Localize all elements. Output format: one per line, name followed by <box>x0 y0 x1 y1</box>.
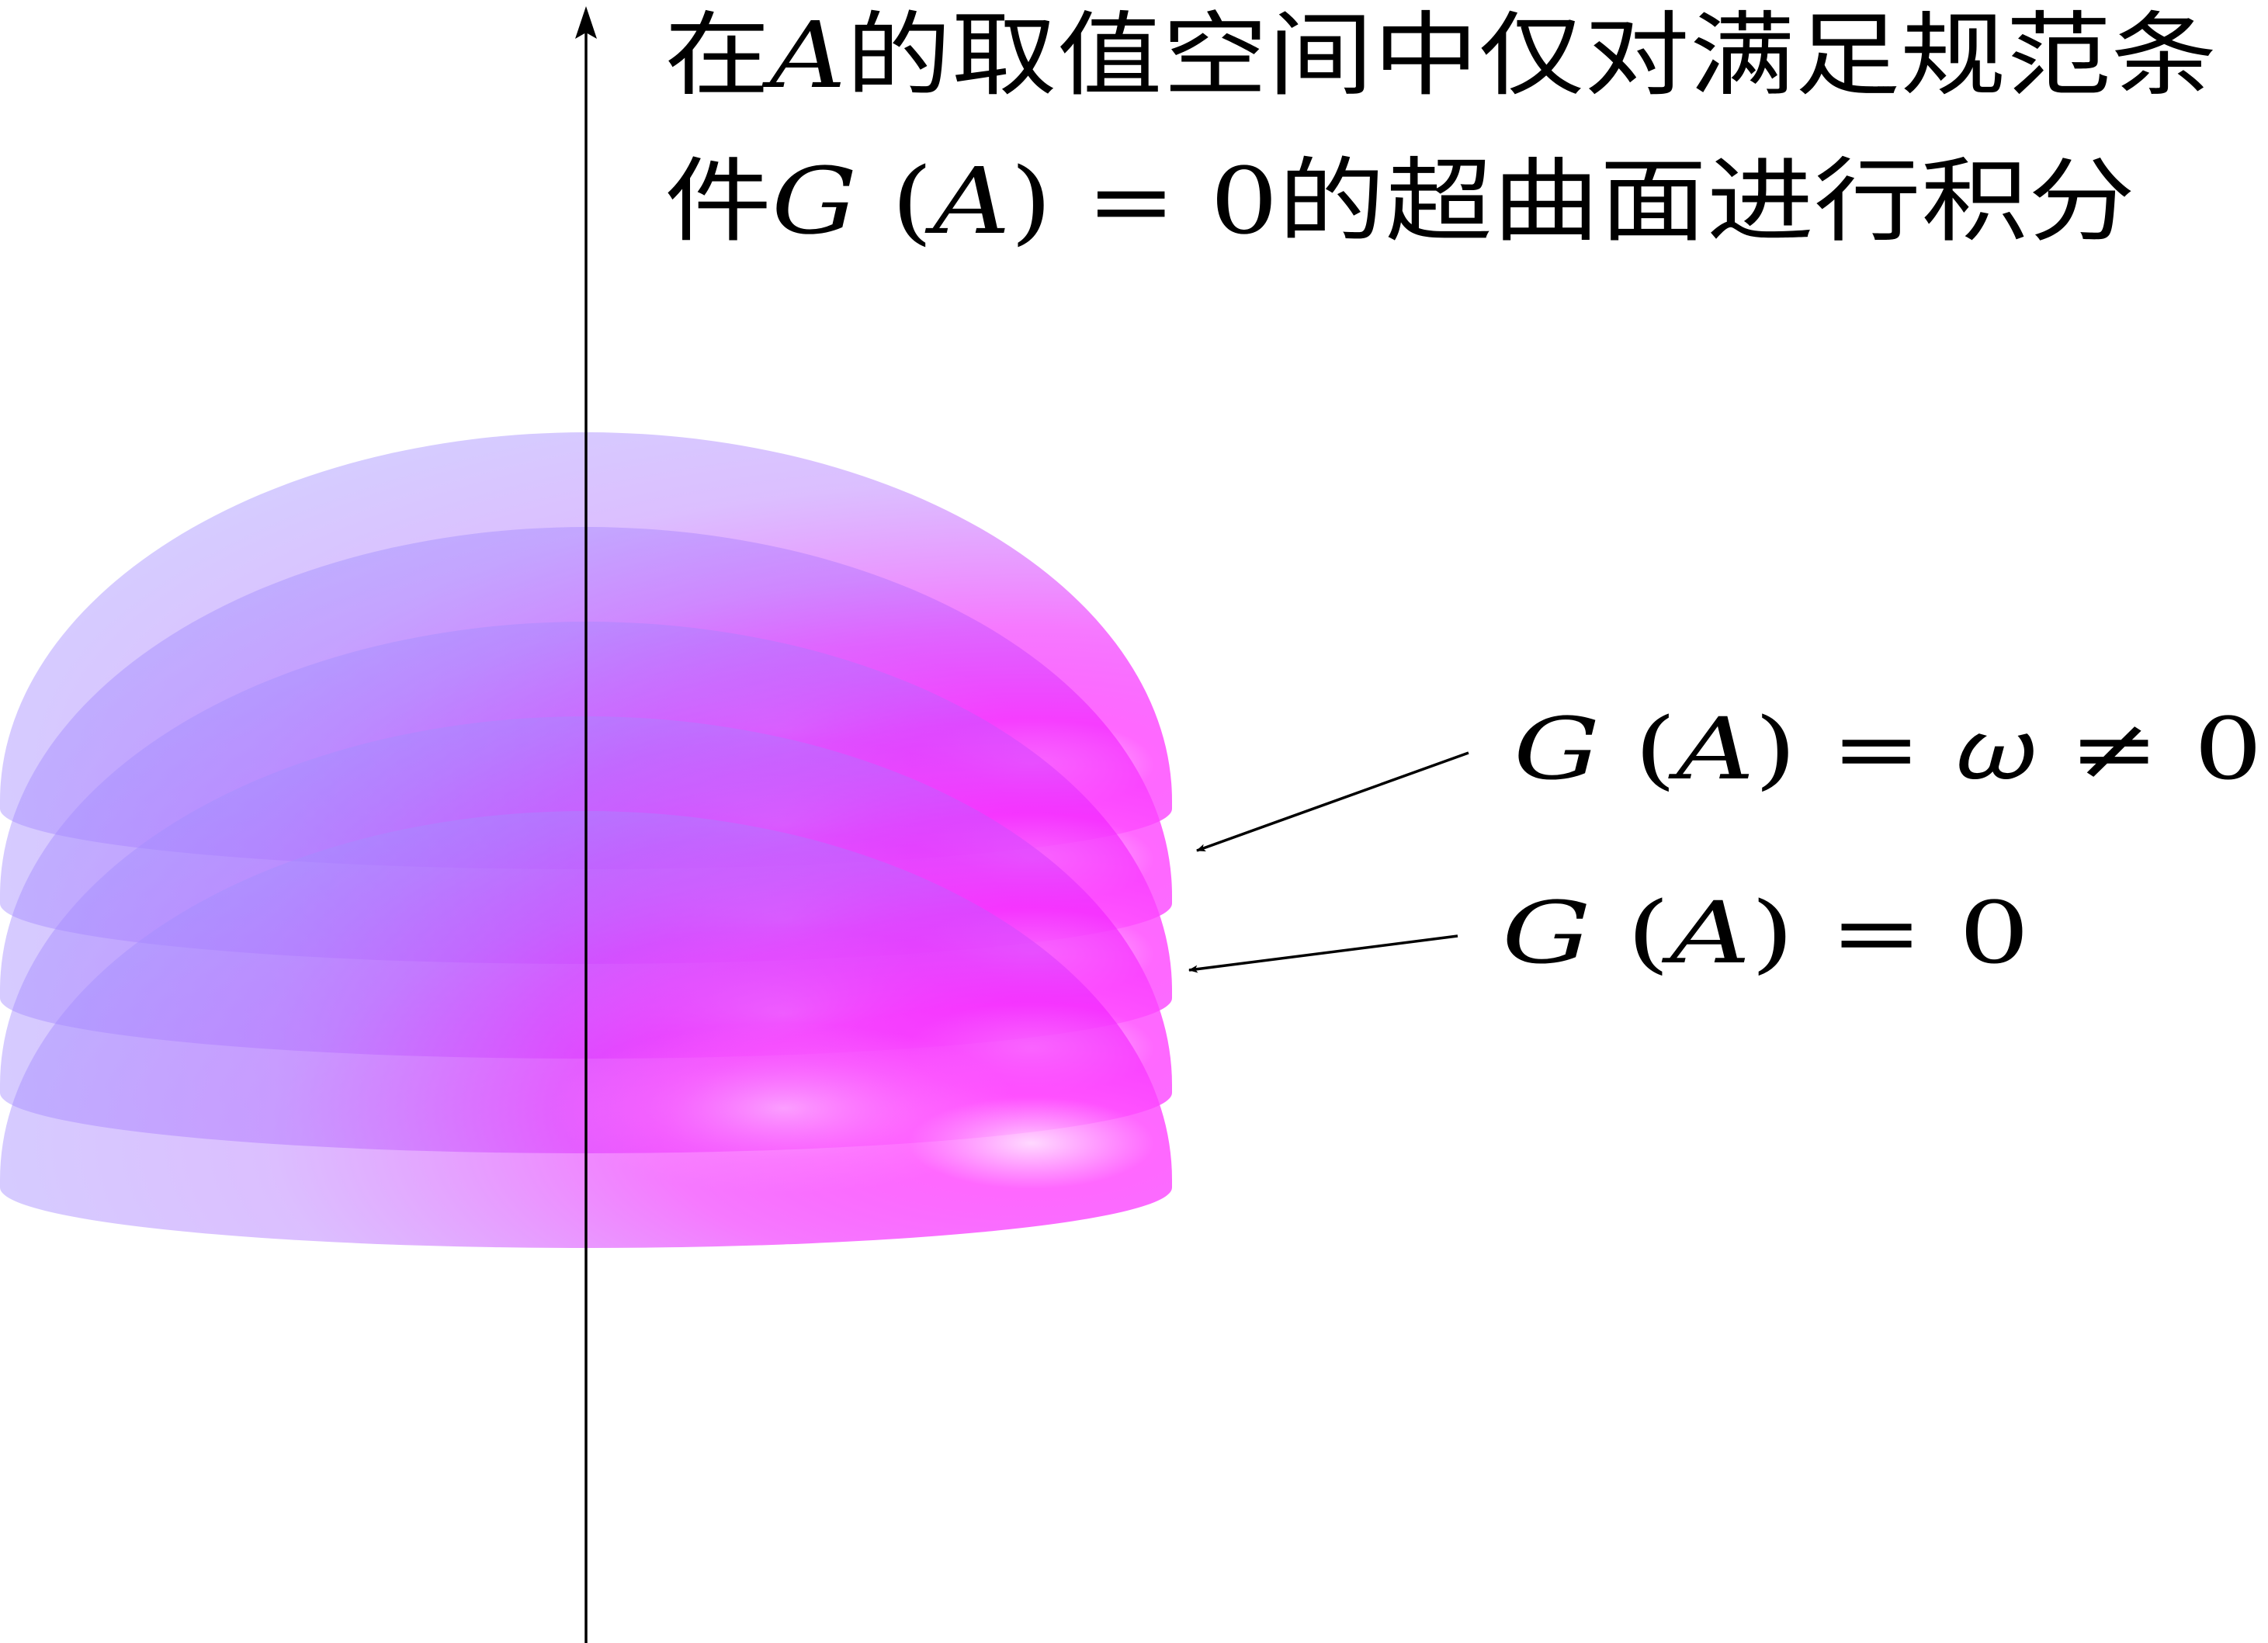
label-gauge-surface: 𝐺 (𝐴) = 0 <box>1502 883 2030 983</box>
caption-line-1: 在𝐴的取值空间中仅对满足规范条 <box>664 2 2217 109</box>
arrow-upper-surface <box>1196 751 1469 852</box>
surface-layer-glow <box>551 1023 1017 1194</box>
label-nonzero-surface: 𝐺 (𝐴) = 𝜔 ≠ 0 <box>1514 699 2263 799</box>
axis-arrowhead <box>575 6 597 39</box>
caption-line-2: 件𝐺 (𝐴) = 0的超曲面进行积分 <box>664 147 2135 255</box>
arrow-gauge-surface <box>1188 934 1458 973</box>
